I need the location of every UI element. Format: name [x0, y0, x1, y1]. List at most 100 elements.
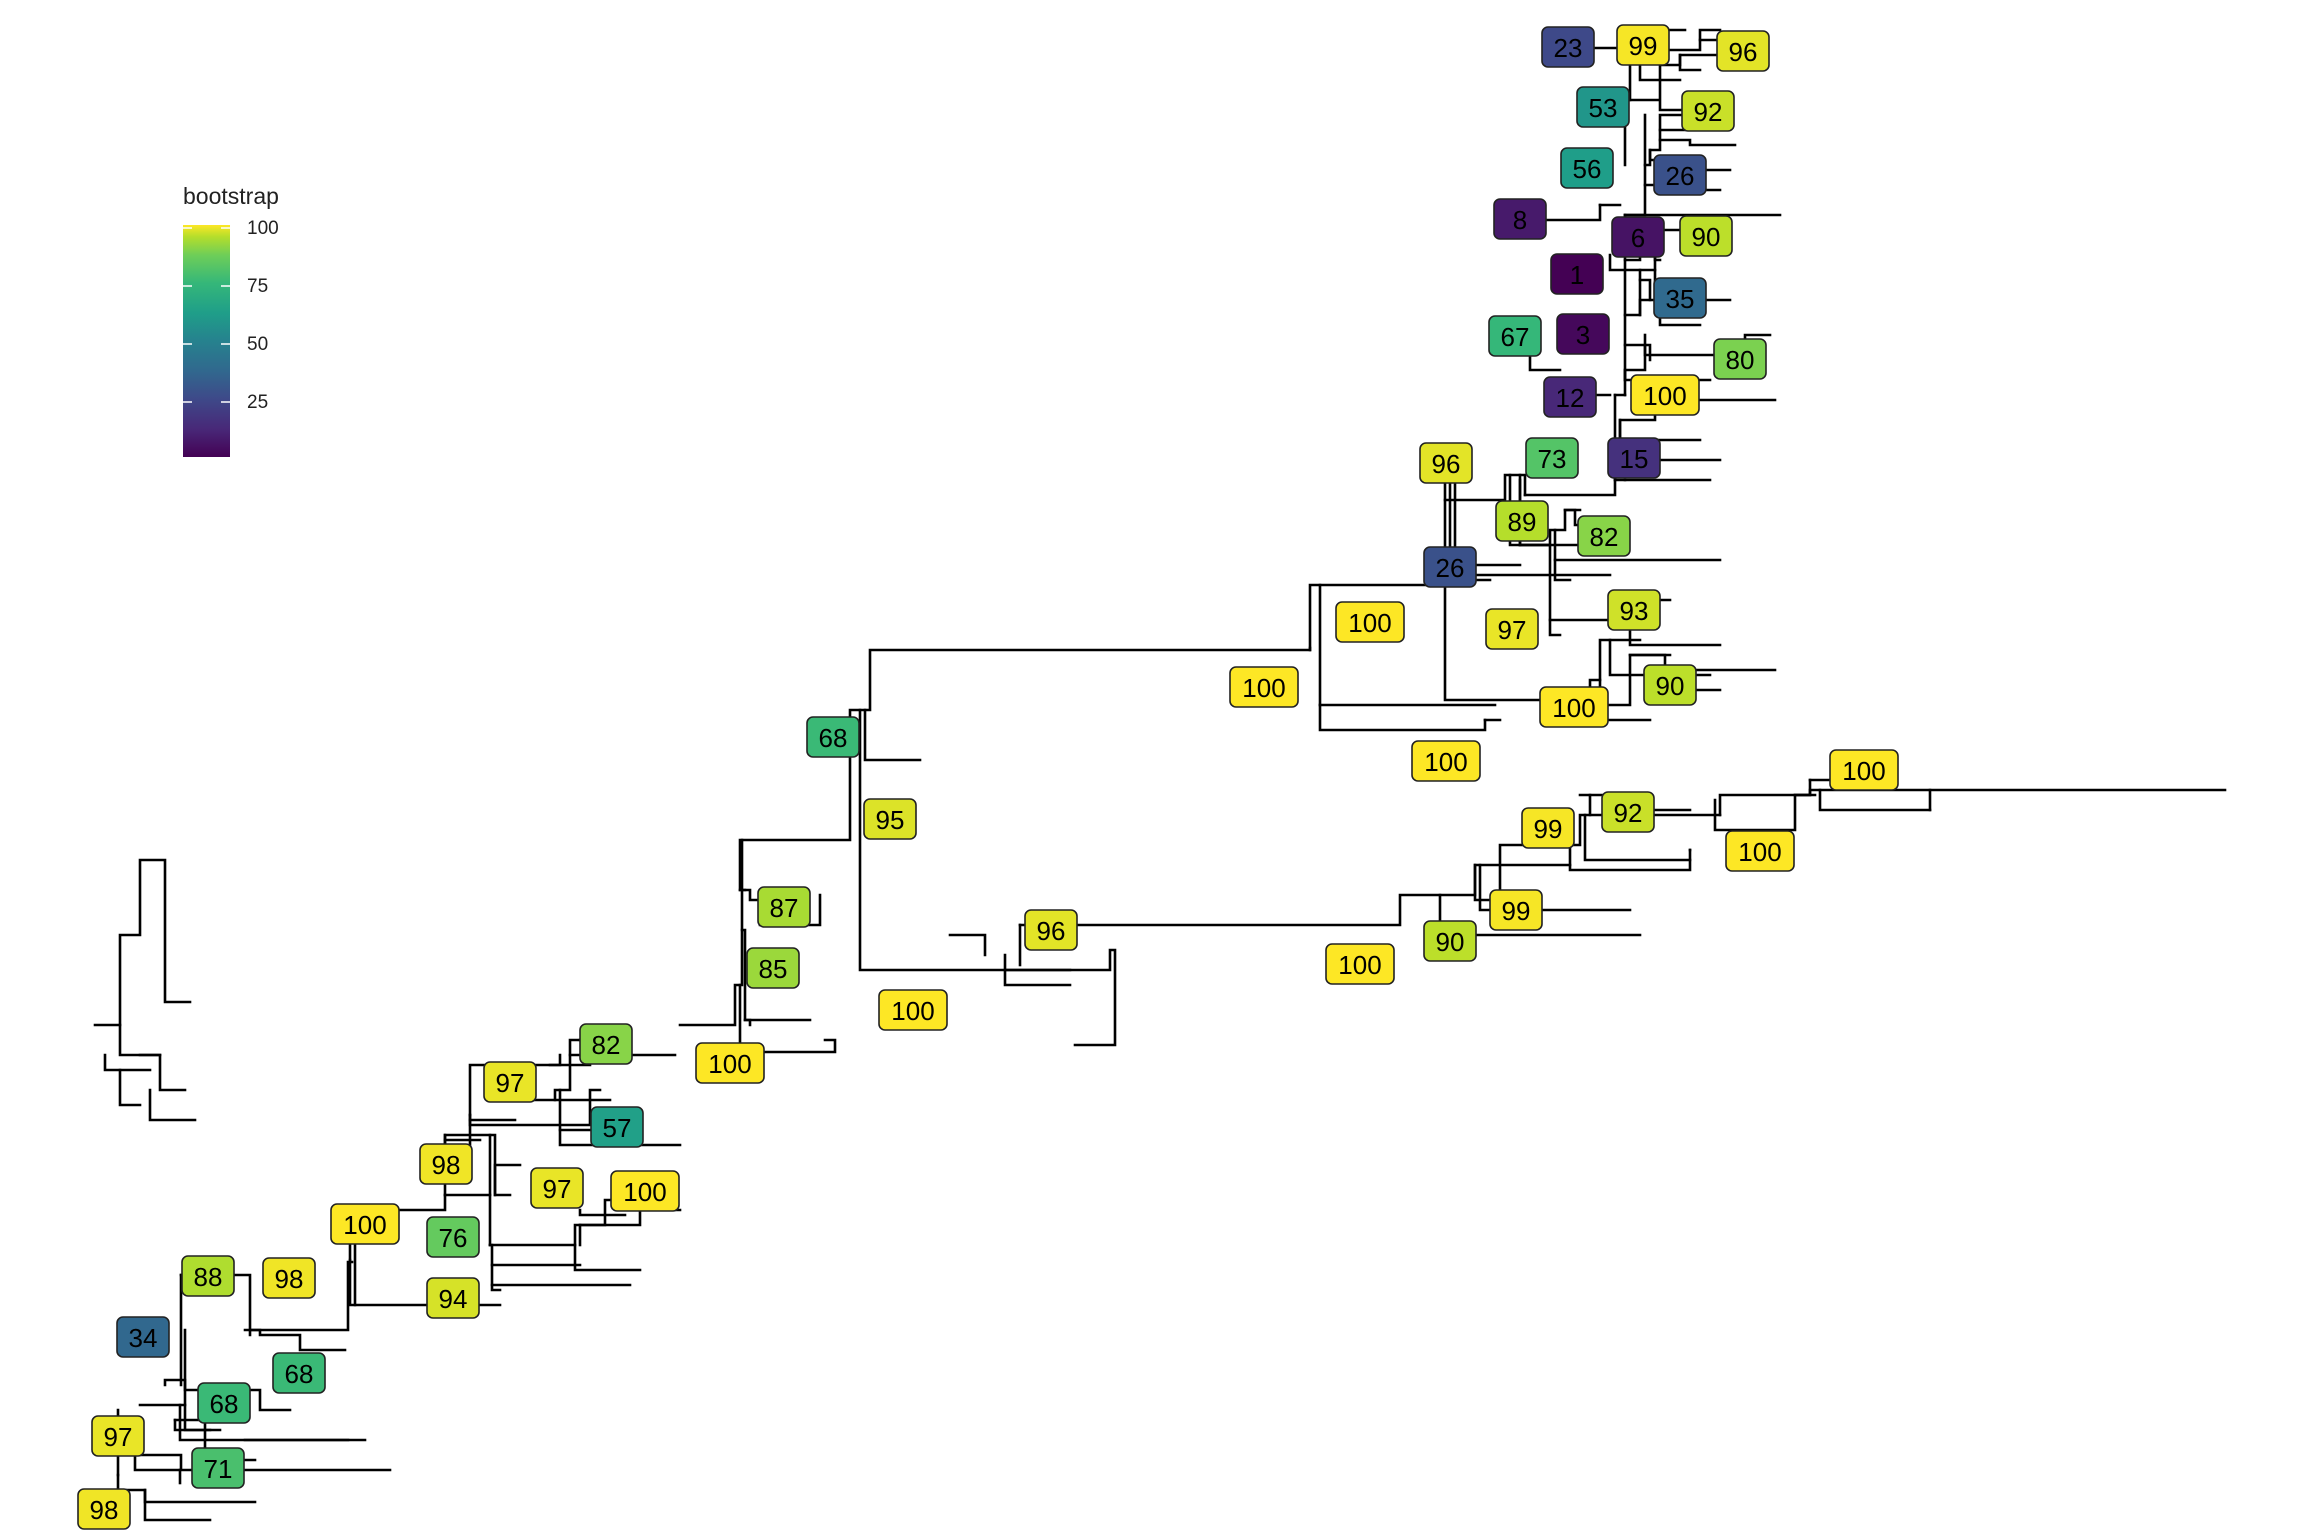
- bootstrap-label-box: [419, 1143, 473, 1185]
- bootstrap-node-label: 57: [590, 1106, 644, 1148]
- bootstrap-label-box: [1560, 147, 1614, 189]
- bootstrap-label-box: [1576, 86, 1630, 128]
- bootstrap-value: 12: [1556, 383, 1585, 413]
- bootstrap-value: 6: [1631, 223, 1645, 253]
- bootstrap-node-label: 100: [1335, 601, 1405, 643]
- bootstrap-node-label: 97: [483, 1061, 537, 1103]
- bootstrap-value: 100: [343, 1210, 386, 1240]
- bootstrap-node-label: 100: [695, 1042, 765, 1084]
- bootstrap-node-label: 82: [579, 1023, 633, 1065]
- bootstrap-node-label: 6: [1611, 216, 1665, 258]
- bootstrap-value: 99: [1502, 896, 1531, 926]
- bootstrap-value: 100: [623, 1177, 666, 1207]
- legend-tick-label: 75: [247, 276, 268, 297]
- bootstrap-node-label: 80: [1713, 338, 1767, 380]
- bootstrap-value: 99: [1629, 31, 1658, 61]
- bootstrap-label-box: [483, 1061, 537, 1103]
- bootstrap-value: 96: [1729, 37, 1758, 67]
- bootstrap-value: 87: [770, 893, 799, 923]
- bootstrap-label-box: [1653, 277, 1707, 319]
- bootstrap-value: 100: [1424, 747, 1467, 777]
- bootstrap-label-box: [181, 1255, 235, 1297]
- bootstrap-value: 68: [285, 1359, 314, 1389]
- bootstrap-value: 97: [1498, 615, 1527, 645]
- bootstrap-label-box: [1607, 437, 1661, 479]
- bootstrap-node-label: 76: [426, 1216, 480, 1258]
- bootstrap-label-box: [1601, 791, 1655, 833]
- bootstrap-node-label: 97: [91, 1415, 145, 1457]
- bootstrap-node-label: 68: [197, 1382, 251, 1424]
- legend-tick-label: 25: [247, 392, 268, 413]
- bootstrap-label-box: [77, 1488, 131, 1530]
- bootstrap-label-box: [579, 1023, 633, 1065]
- bootstrap-value: 96: [1432, 449, 1461, 479]
- bootstrap-label-box: [116, 1316, 170, 1358]
- bootstrap-node-label: 100: [1539, 686, 1609, 728]
- bootstrap-node-label: 100: [1325, 943, 1395, 985]
- bootstrap-value: 67: [1501, 322, 1530, 352]
- bootstrap-node-label: 100: [330, 1203, 400, 1245]
- bootstrap-value: 68: [210, 1389, 239, 1419]
- bootstrap-node-label: 100: [610, 1170, 680, 1212]
- bootstrap-label-box: [1423, 546, 1477, 588]
- bootstrap-label-box: [1716, 30, 1770, 72]
- bootstrap-value: 53: [1589, 93, 1618, 123]
- bootstrap-label-box: [1643, 664, 1697, 706]
- bootstrap-label-box: [426, 1216, 480, 1258]
- bootstrap-label-box: [1335, 601, 1405, 643]
- bootstrap-node-label: 90: [1423, 920, 1477, 962]
- bootstrap-value: 34: [129, 1323, 158, 1353]
- bootstrap-value: 92: [1694, 97, 1723, 127]
- bootstrap-node-label: 85: [746, 947, 800, 989]
- bootstrap-label-box: [1611, 216, 1665, 258]
- bootstrap-label-box: [878, 989, 948, 1031]
- bootstrap-label-box: [1419, 442, 1473, 484]
- bootstrap-value: 8: [1513, 205, 1527, 235]
- bootstrap-label-box: [590, 1106, 644, 1148]
- bootstrap-node-label: 98: [262, 1257, 316, 1299]
- bootstrap-node-label: 12: [1543, 376, 1597, 418]
- bootstrap-legend: bootstrap 100 75 50 25: [183, 183, 279, 457]
- bootstrap-node-label: 8: [1493, 198, 1547, 240]
- bootstrap-node-label: 100: [878, 989, 948, 1031]
- bootstrap-label-box: [1485, 608, 1539, 650]
- bootstrap-label-box: [1411, 740, 1481, 782]
- bootstrap-node-label: 98: [419, 1143, 473, 1185]
- bootstrap-label-box: [1607, 589, 1661, 631]
- bootstrap-node-label: 56: [1560, 147, 1614, 189]
- bootstrap-value: 98: [432, 1150, 461, 1180]
- bootstrap-value: 3: [1576, 320, 1590, 350]
- legend-title: bootstrap: [183, 183, 279, 209]
- bootstrap-node-label: 26: [1423, 546, 1477, 588]
- bootstrap-label-box: [426, 1277, 480, 1319]
- bootstrap-value: 68: [819, 723, 848, 753]
- bootstrap-value: 71: [204, 1454, 233, 1484]
- bootstrap-node-label: 98: [77, 1488, 131, 1530]
- legend-tick-label: 100: [247, 218, 279, 239]
- bootstrap-value: 1: [1570, 260, 1584, 290]
- bootstrap-node-label: 99: [1616, 24, 1670, 66]
- bootstrap-label-box: [262, 1257, 316, 1299]
- bootstrap-value: 26: [1436, 553, 1465, 583]
- bootstrap-node-label: 23: [1541, 26, 1595, 68]
- bootstrap-value: 80: [1726, 345, 1755, 375]
- bootstrap-value: 90: [1656, 671, 1685, 701]
- bootstrap-value: 97: [104, 1422, 133, 1452]
- bootstrap-node-label: 89: [1495, 500, 1549, 542]
- bootstrap-node-label: 35: [1653, 277, 1707, 319]
- bootstrap-label-box: [330, 1203, 400, 1245]
- bootstrap-value: 90: [1692, 222, 1721, 252]
- bootstrap-value: 98: [275, 1264, 304, 1294]
- bootstrap-label-box: [757, 886, 811, 928]
- bootstrap-label-box: [1653, 154, 1707, 196]
- bootstrap-value: 57: [603, 1113, 632, 1143]
- bootstrap-label-box: [1521, 807, 1575, 849]
- legend-tick-label: 50: [247, 334, 268, 355]
- bootstrap-node-label: 71: [191, 1447, 245, 1489]
- bootstrap-value: 96: [1037, 916, 1066, 946]
- bootstrap-node-label: 96: [1024, 909, 1078, 951]
- bootstrap-value: 100: [1842, 756, 1885, 786]
- bootstrap-value: 15: [1620, 444, 1649, 474]
- bootstrap-node-label: 53: [1576, 86, 1630, 128]
